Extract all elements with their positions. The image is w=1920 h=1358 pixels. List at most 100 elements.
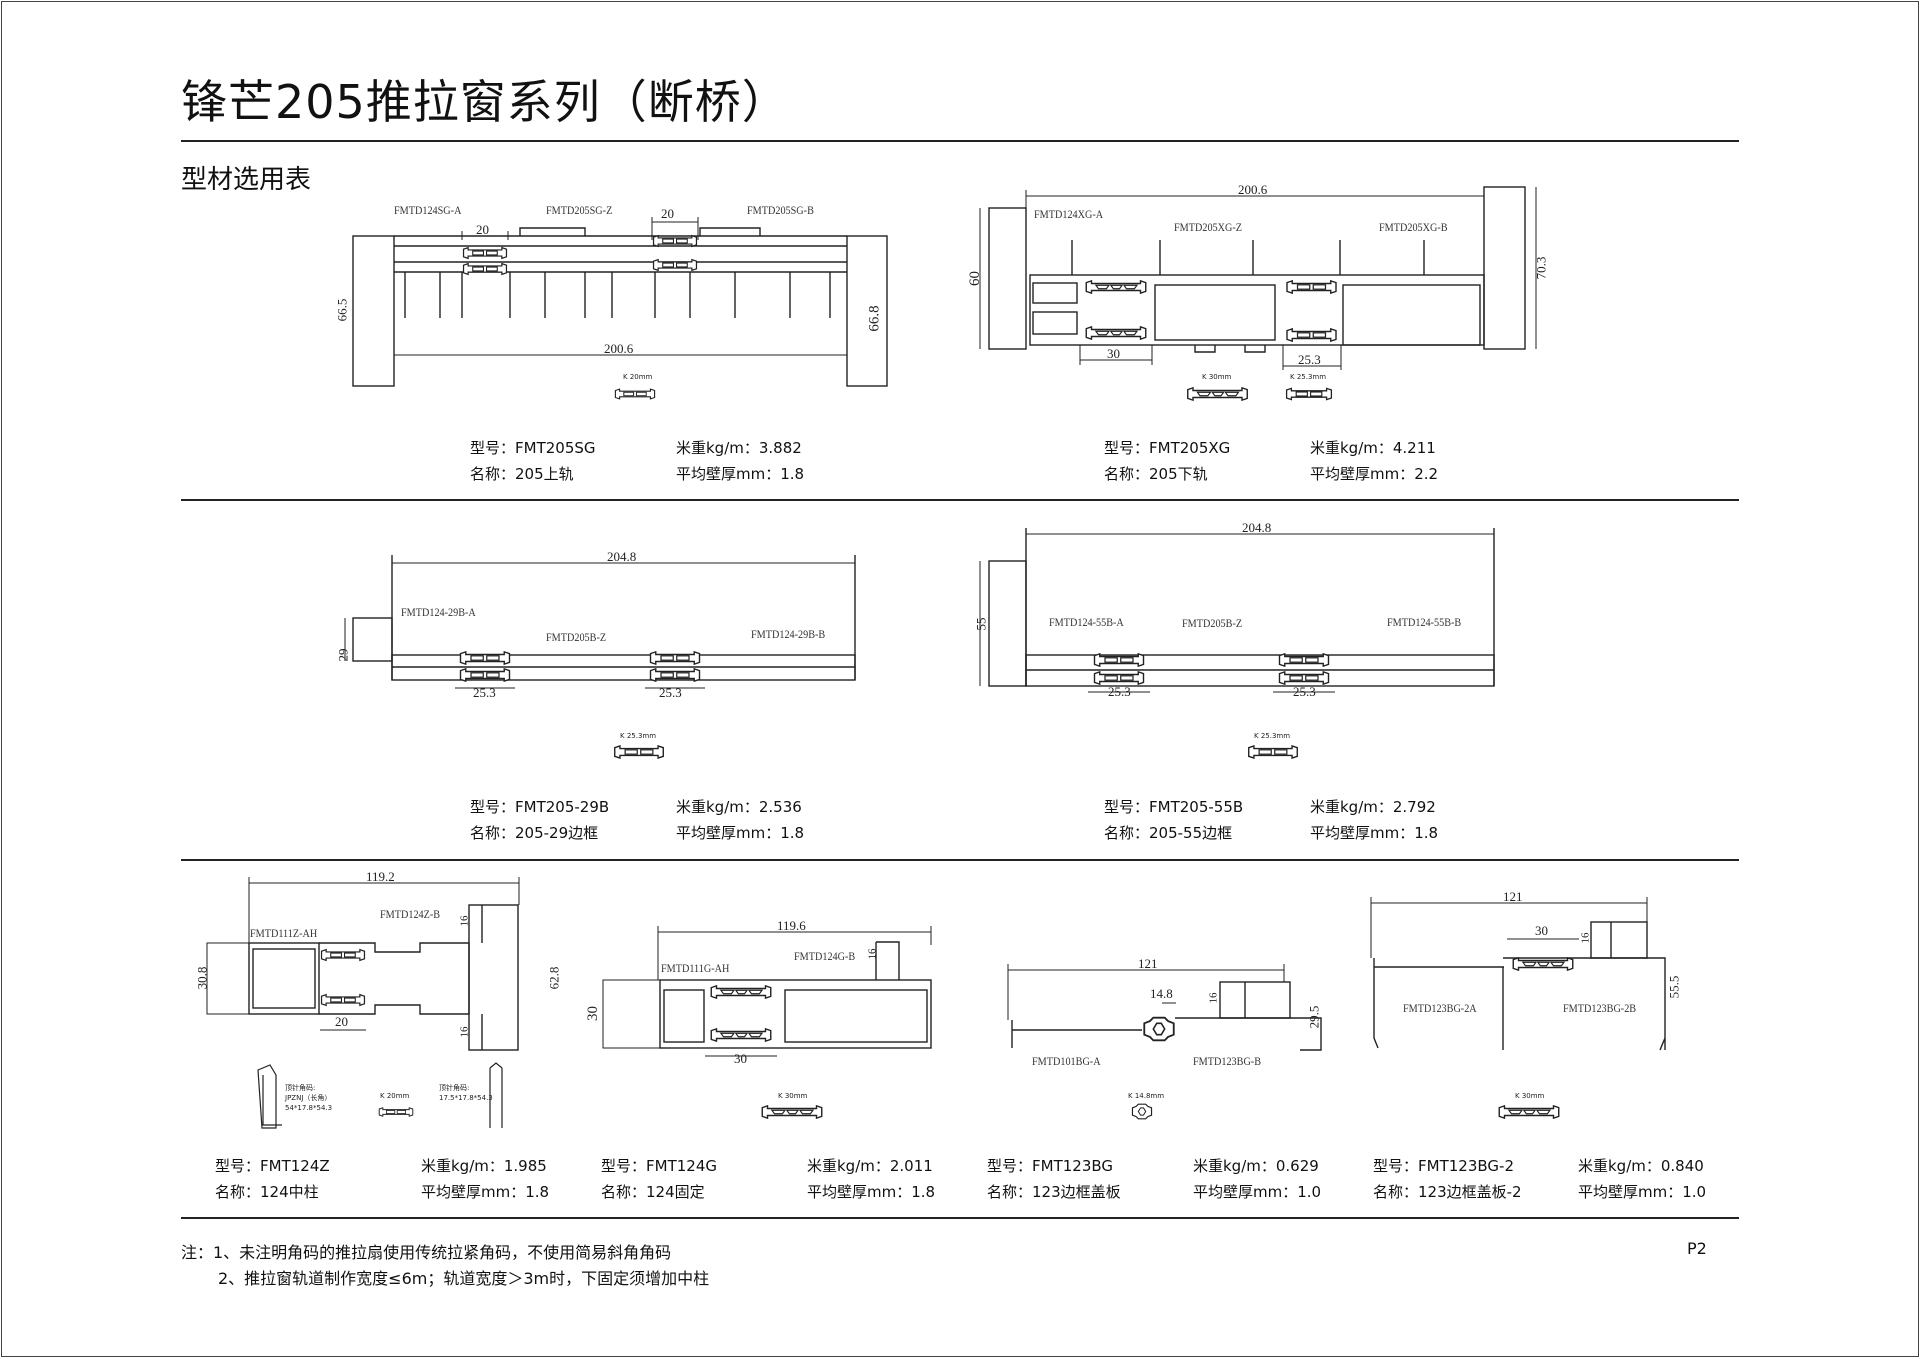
model-label: 型号： bbox=[215, 1157, 261, 1175]
drawing-fmt123bg-2 bbox=[1370, 897, 1666, 1119]
drawing-fmt205sg bbox=[352, 217, 888, 400]
part-label: FMTD124-29B-B bbox=[751, 627, 826, 641]
model-label: 型号： bbox=[1104, 798, 1150, 816]
part-label: FMTD123BG-2A bbox=[1403, 1001, 1477, 1015]
strip-label: K 20mm bbox=[623, 373, 653, 381]
part-label: FMTD205SG-Z bbox=[546, 203, 613, 217]
dim-label: 25.3 bbox=[1108, 684, 1131, 699]
dim-label: 66.8 bbox=[866, 305, 883, 332]
dim-label: 121 bbox=[1138, 956, 1158, 971]
name-label: 名称： bbox=[470, 824, 516, 842]
name-label: 名称： bbox=[1104, 824, 1150, 842]
corner-key-title: 顶针角码: bbox=[439, 1084, 470, 1092]
drawing-fmt124z bbox=[206, 877, 520, 1129]
model-value: FMT205-55B bbox=[1149, 798, 1244, 816]
model-value: FMT124G bbox=[646, 1157, 718, 1175]
wall-value: 1.0 bbox=[1682, 1183, 1707, 1201]
name-label: 名称： bbox=[1373, 1183, 1419, 1201]
wall-value: 1.8 bbox=[1414, 824, 1439, 842]
name-label: 名称： bbox=[1104, 465, 1150, 483]
dim-label: 119.6 bbox=[777, 918, 806, 933]
dim-label: 62.8 bbox=[546, 966, 562, 990]
name-value: 205-55边框 bbox=[1149, 824, 1233, 842]
name-value: 123边框盖板-2 bbox=[1418, 1183, 1522, 1201]
part-label: FMTD123BG-2B bbox=[1563, 1001, 1637, 1015]
weight-value: 0.840 bbox=[1660, 1157, 1704, 1175]
part-label: FMTD205XG-B bbox=[1379, 220, 1448, 234]
model-value: FMT123BG bbox=[1032, 1157, 1114, 1175]
corner-key-size: 54*17.8*54.3 bbox=[285, 1104, 333, 1112]
model-label: 型号： bbox=[987, 1157, 1033, 1175]
note-2: 2、推拉窗轨道制作宽度≤6m；轨道宽度＞3m时，下固定须增加中柱 bbox=[218, 1269, 710, 1288]
weight-value: 0.629 bbox=[1275, 1157, 1319, 1175]
dim-label: 16 bbox=[1579, 932, 1592, 944]
drawing-fmt205xg bbox=[979, 186, 1537, 401]
dim-label: 25.3 bbox=[1293, 684, 1316, 699]
strip-label: K 25.3mm bbox=[620, 732, 657, 740]
dim-label: 16 bbox=[1207, 992, 1220, 1004]
strip-label: K 14.8mm bbox=[1128, 1092, 1165, 1100]
dim-label: 20 bbox=[476, 222, 489, 237]
wall-label: 平均壁厚mm： bbox=[1310, 465, 1415, 483]
model-value: FMT205-29B bbox=[515, 798, 610, 816]
weight-value: 2.792 bbox=[1392, 798, 1436, 816]
wall-label: 平均壁厚mm： bbox=[676, 465, 781, 483]
weight-value: 3.882 bbox=[758, 439, 802, 457]
name-value: 205下轨 bbox=[1149, 465, 1208, 483]
dim-label: 25.3 bbox=[659, 685, 682, 700]
wall-value: 1.8 bbox=[525, 1183, 550, 1201]
strip-label: K 30mm bbox=[1202, 373, 1232, 381]
dim-label: 30.8 bbox=[194, 966, 210, 990]
part-label: FMTD124Z-B bbox=[380, 907, 441, 921]
name-label: 名称： bbox=[470, 465, 516, 483]
part-label: FMTD123BG-B bbox=[1193, 1054, 1262, 1068]
name-value: 124中柱 bbox=[260, 1183, 319, 1201]
dim-label: 55.5 bbox=[1666, 975, 1682, 999]
part-label: FMTD124G-B bbox=[794, 949, 856, 963]
corner-key-note: 顶针角码: JPZNJ（长角） 54*17.8*54.3 bbox=[285, 1083, 332, 1113]
name-value: 124固定 bbox=[646, 1183, 705, 1201]
part-label: FMTD124SG-A bbox=[394, 203, 462, 217]
dim-label: 20 bbox=[661, 206, 674, 221]
dim-label: 121 bbox=[1503, 889, 1523, 904]
weight-value: 2.536 bbox=[758, 798, 802, 816]
weight-label: 米重kg/m： bbox=[421, 1157, 504, 1175]
weight-label: 米重kg/m： bbox=[676, 439, 759, 457]
weight-label: 米重kg/m： bbox=[1310, 798, 1393, 816]
strip-label: K 20mm bbox=[380, 1092, 410, 1100]
weight-label: 米重kg/m： bbox=[807, 1157, 890, 1175]
part-label: FMTD205SG-B bbox=[747, 203, 814, 217]
wall-label: 平均壁厚mm： bbox=[421, 1183, 526, 1201]
corner-key-size: 17.5*17.8*54.3 bbox=[439, 1094, 493, 1102]
name-value: 205上轨 bbox=[515, 465, 574, 483]
dim-label: 30 bbox=[585, 1006, 601, 1021]
wall-value: 2.2 bbox=[1414, 465, 1439, 483]
note-1: 注：1、未注明角码的推拉扇使用传统拉紧角码，不使用简易斜角角码 bbox=[181, 1243, 672, 1262]
wall-value: 1.8 bbox=[780, 465, 805, 483]
page-title: 锋芒205推拉窗系列（断桥） bbox=[181, 75, 789, 129]
dim-label: 16 bbox=[458, 1026, 471, 1038]
wall-value: 1.0 bbox=[1297, 1183, 1322, 1201]
wall-label: 平均壁厚mm： bbox=[807, 1183, 912, 1201]
weight-value: 2.011 bbox=[889, 1157, 933, 1175]
part-label: FMTD111Z-AH bbox=[250, 926, 318, 940]
model-label: 型号： bbox=[601, 1157, 647, 1175]
wall-value: 1.8 bbox=[911, 1183, 936, 1201]
model-label: 型号： bbox=[470, 798, 516, 816]
dim-label: 55 bbox=[973, 617, 989, 631]
name-label: 名称： bbox=[601, 1183, 647, 1201]
dim-label: 204.8 bbox=[1242, 520, 1272, 535]
wall-value: 1.8 bbox=[780, 824, 805, 842]
dim-label: 200.6 bbox=[1238, 182, 1268, 197]
row-divider-3 bbox=[181, 1217, 1739, 1219]
dim-label: 200.6 bbox=[604, 341, 634, 356]
weight-value: 4.211 bbox=[1392, 439, 1436, 457]
section-title: 型材选用表 bbox=[181, 165, 312, 195]
page-number: P2 bbox=[1687, 1239, 1707, 1258]
model-label: 型号： bbox=[1373, 1157, 1419, 1175]
dim-label: 30 bbox=[1535, 923, 1548, 938]
dim-label: 14.8 bbox=[1150, 986, 1173, 1001]
title-divider bbox=[181, 140, 1739, 142]
